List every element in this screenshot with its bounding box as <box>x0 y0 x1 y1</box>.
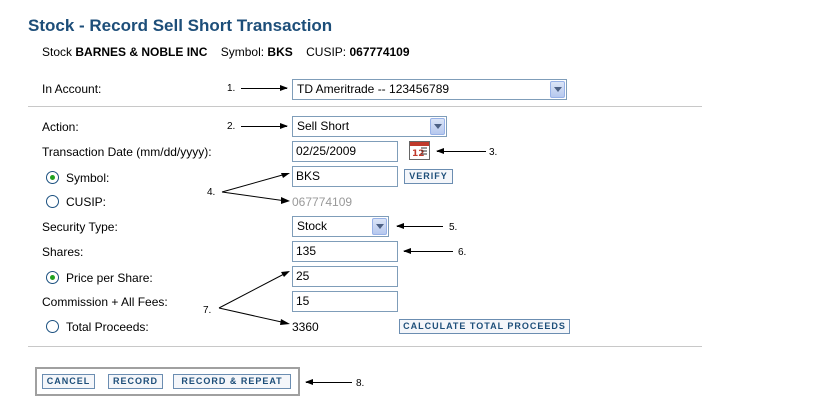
annotation-arrow <box>241 123 288 129</box>
total-radio[interactable] <box>46 320 59 333</box>
annotation-number: 4. <box>207 187 216 198</box>
annotation-arrow <box>403 248 453 254</box>
annotation-number: 2. <box>227 121 236 132</box>
annotation-number: 3. <box>489 147 498 158</box>
annotation-number: 6. <box>458 247 467 258</box>
calendar-icon[interactable]: 12 <box>409 141 430 160</box>
price-radio[interactable] <box>46 271 59 284</box>
total-radio-label: Total Proceeds: <box>66 320 149 334</box>
action-button-group <box>35 367 300 396</box>
date-label: Transaction Date (mm/dd/yyyy): <box>42 145 212 159</box>
price-radio-label: Price per Share: <box>66 271 153 285</box>
annotation-number: 8. <box>356 378 365 389</box>
stock-label: Stock <box>42 45 73 59</box>
annotation-arrow <box>436 148 486 154</box>
annotation-arrow <box>305 379 352 385</box>
account-select[interactable]: TD Ameritrade -- 123456789 <box>292 79 567 100</box>
cusip-label: CUSIP: <box>306 45 347 59</box>
cusip-radio-label: CUSIP: <box>66 195 107 209</box>
date-input[interactable]: 02/25/2009 <box>292 141 398 162</box>
annotation-number: 5. <box>449 222 458 233</box>
account-select-value: TD Ameritrade -- 123456789 <box>297 82 450 96</box>
chevron-down-icon[interactable] <box>372 218 387 235</box>
symbol-radio-label: Symbol: <box>66 171 110 185</box>
verify-button[interactable]: VERIFY <box>404 169 453 184</box>
calculate-total-button[interactable]: CALCULATE TOTAL PROCEEDS <box>399 319 570 334</box>
action-label: Action: <box>42 120 79 134</box>
shares-label: Shares: <box>42 245 84 259</box>
symbol-radio[interactable] <box>46 171 59 184</box>
page-title: Stock - Record Sell Short Transaction <box>28 16 333 35</box>
record-and-repeat-button[interactable]: RECORD & REPEAT <box>173 374 291 389</box>
record-button[interactable]: RECORD <box>108 374 163 389</box>
security-type-value: Stock <box>297 219 328 233</box>
cancel-button[interactable]: CANCEL <box>42 374 95 389</box>
symbol-input[interactable]: BKS <box>292 166 398 187</box>
divider-top <box>28 106 702 107</box>
stock-info: Stock BARNES & NOBLE INC Symbol: BKS CUS… <box>42 45 410 59</box>
symbol-value: BKS <box>267 45 293 59</box>
stock-name: BARNES & NOBLE INC <box>75 45 208 59</box>
account-label: In Account: <box>42 82 102 96</box>
chevron-down-icon[interactable] <box>430 118 445 135</box>
commission-label: Commission + All Fees: <box>42 295 168 309</box>
svg-text:12: 12 <box>412 149 425 159</box>
annotation-number: 7. <box>203 305 212 316</box>
cusip-input[interactable]: 067774109 <box>292 195 353 209</box>
commission-input[interactable]: 15 <box>292 291 398 312</box>
annotation-arrow <box>396 223 443 229</box>
security-type-label: Security Type: <box>42 220 118 234</box>
cusip-radio[interactable] <box>46 195 59 208</box>
cusip-value: 067774109 <box>349 45 410 59</box>
divider-bottom <box>28 346 702 347</box>
total-value: 3360 <box>292 320 319 334</box>
security-type-select[interactable]: Stock <box>292 216 389 237</box>
annotation-number: 1. <box>227 83 236 94</box>
shares-input[interactable]: 135 <box>292 241 398 262</box>
action-select-value: Sell Short <box>297 119 350 133</box>
chevron-down-icon[interactable] <box>550 81 565 98</box>
annotation-arrows <box>218 271 290 325</box>
action-select[interactable]: Sell Short <box>292 116 447 137</box>
price-input[interactable]: 25 <box>292 266 398 287</box>
annotation-arrows <box>221 173 290 204</box>
symbol-label: Symbol: <box>220 45 265 59</box>
annotation-arrow <box>241 85 288 91</box>
